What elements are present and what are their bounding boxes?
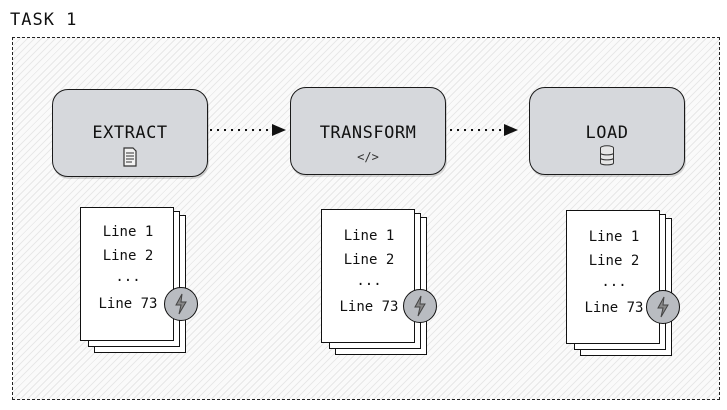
document-line: Line 1 — [102, 224, 154, 240]
database-icon — [599, 145, 615, 167]
document-line: Line 2 — [588, 253, 640, 269]
document-line: ... — [356, 273, 382, 289]
document-sheet: Line 1 Line 2 ... Line 73 — [80, 207, 174, 341]
document-sheet: Line 1 Line 2 ... Line 73 — [321, 209, 415, 343]
load-stage: LOAD — [529, 87, 685, 175]
lightning-icon — [646, 290, 680, 324]
document-line: Line 2 — [343, 252, 395, 268]
document-line: Line 73 — [339, 299, 399, 315]
document-line: Line 73 — [584, 300, 644, 316]
document-stack: Line 1 Line 2 ... Line 73 — [566, 210, 680, 356]
lightning-icon — [403, 289, 437, 323]
lightning-icon — [164, 287, 198, 321]
document-line: Line 1 — [588, 229, 640, 245]
code-icon: </> — [357, 150, 379, 164]
document-line: ... — [601, 274, 627, 290]
transform-stage-label: TRANSFORM — [319, 123, 417, 143]
extract-stage: EXTRACT — [52, 89, 208, 177]
document-line: ... — [115, 269, 141, 285]
document-line: Line 2 — [102, 248, 154, 264]
document-sheet: Line 1 Line 2 ... Line 73 — [566, 210, 660, 344]
task-title: TASK 1 — [10, 10, 78, 30]
load-stage-label: LOAD — [585, 123, 629, 143]
document-stack: Line 1 Line 2 ... Line 73 — [80, 207, 198, 353]
document-line: Line 73 — [98, 296, 158, 312]
document-icon — [123, 147, 137, 167]
extract-to-transform-arrow — [210, 124, 286, 136]
extract-stage-label: EXTRACT — [92, 123, 168, 143]
document-line: Line 1 — [343, 228, 395, 244]
document-stack: Line 1 Line 2 ... Line 73 — [321, 209, 437, 355]
transform-stage: TRANSFORM </> — [290, 87, 446, 175]
transform-to-load-arrow — [450, 124, 518, 136]
